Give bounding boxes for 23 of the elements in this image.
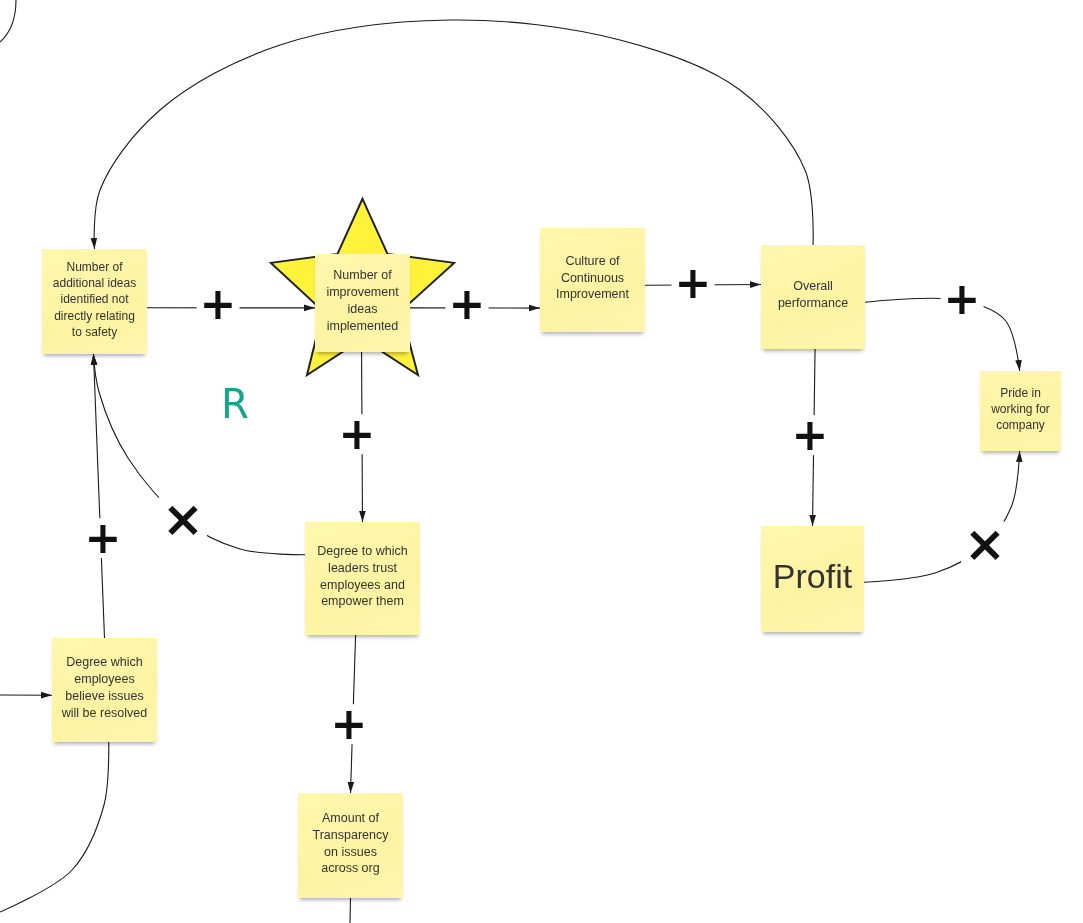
sticky-note	[980, 371, 1061, 451]
arrow	[90, 19, 814, 250]
sticky-note	[761, 245, 865, 349]
note-text: Culture of Continuous Improvement	[555, 252, 630, 304]
sticky-note	[315, 254, 410, 352]
note-text: Number of additional ideas identified not directly relating to safety	[51, 259, 138, 340]
loop-label: R	[221, 384, 249, 424]
sticky-note	[298, 793, 403, 898]
note-text: Pride in working for company	[990, 384, 1051, 434]
connector-line	[0, 741, 110, 913]
sticky-note	[540, 228, 645, 332]
sticky-note	[761, 526, 864, 632]
note-text: Degree which employees believe issues will be resolved	[60, 654, 149, 722]
note-text: Number of improvement ideas implemented	[325, 267, 400, 335]
note-text: Amount of Transparency on issues across org	[311, 809, 390, 878]
sticky-note	[305, 522, 420, 635]
note-text: Profit	[772, 556, 853, 598]
sticky-note	[52, 638, 157, 742]
sticky-note	[42, 249, 147, 354]
note-text: Degree to which leaders trust employees and empower them	[316, 542, 409, 611]
note-text: Overall performance	[776, 278, 850, 312]
arrow	[0, 691, 53, 699]
connector-line	[349, 897, 352, 923]
